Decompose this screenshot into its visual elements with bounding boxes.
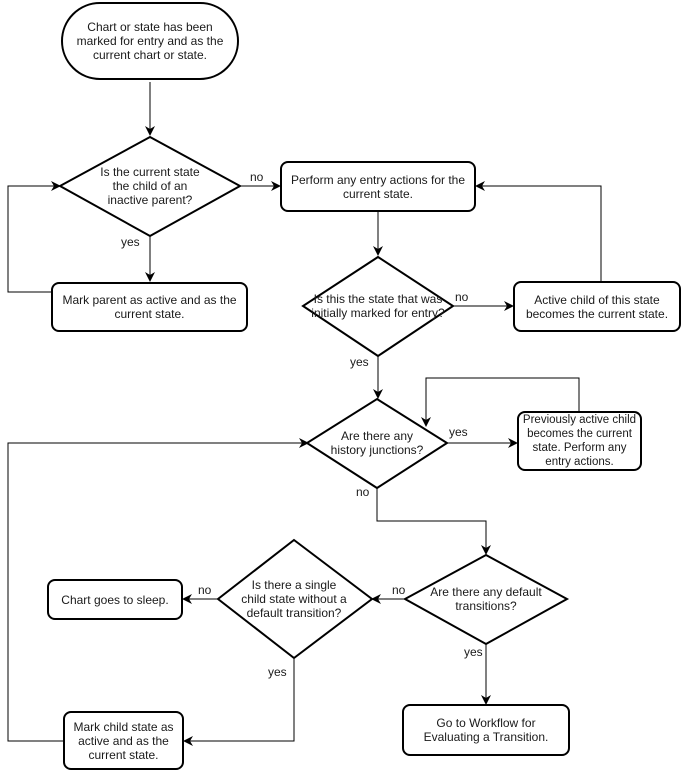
- q-single-child-text: Is there a single child state without a …: [241, 578, 347, 620]
- edge-active-child-loop: [475, 181, 602, 281]
- q-history-shape: [305, 397, 449, 490]
- edge-prev-active-child-loop: [421, 377, 580, 427]
- mark-parent-shape: [51, 282, 248, 332]
- q-default-text: Are there any default transitions?: [430, 585, 542, 613]
- edge-label-yes: yes: [449, 425, 468, 439]
- active-child-text: Active child of this state becomes the c…: [525, 292, 669, 321]
- edge-label-no: no: [198, 583, 212, 597]
- mark-parent-text: Mark parent as active and as the current…: [62, 293, 237, 321]
- prev-active-child-shape: [517, 411, 642, 471]
- mark-child-text: Mark child state as active and as the cu…: [73, 719, 174, 762]
- mark-child-shape: [63, 711, 184, 770]
- goto-workflow-text: Go to Workflow for Evaluating a Transiti…: [423, 716, 549, 744]
- start-node-text: Chart or state has been marked for entry…: [76, 20, 224, 62]
- edge-label-yes: yes: [268, 665, 287, 679]
- entry-actions-shape: [280, 161, 476, 212]
- active-child-shape: [513, 281, 681, 332]
- q-history-text: Are there any history junctions?: [330, 429, 424, 457]
- edge-q-single-yes: [183, 659, 295, 746]
- sleep-text: Chart goes to sleep.: [61, 592, 169, 607]
- sleep-shape: [47, 579, 183, 620]
- goto-workflow-shape: [402, 704, 570, 756]
- q-initially-marked-text: Is this the state that was initially mar…: [311, 292, 445, 320]
- q-default-shape: [402, 553, 570, 646]
- edge-label-no: no: [250, 170, 264, 184]
- edge-label-no: no: [455, 290, 469, 304]
- edge-label-yes: yes: [121, 235, 140, 249]
- start-terminator-shape: [61, 2, 239, 80]
- edge-label-no: no: [356, 485, 370, 499]
- edge-label-yes: yes: [350, 355, 369, 369]
- q-initially-marked-shape: [301, 255, 455, 358]
- prev-active-child-text: Previously active child becomes the curr…: [522, 414, 637, 468]
- edge-label-yes: yes: [464, 645, 483, 659]
- q-inactive-parent-text: Is the current state the child of an ina…: [100, 165, 200, 207]
- edge-label-no: no: [392, 583, 406, 597]
- edge-q-history-no: [376, 488, 491, 555]
- edge-mark-parent-loop: [7, 181, 61, 293]
- q-single-child-shape: [216, 538, 374, 660]
- entry-actions-text: Perform any entry actions for the curren…: [290, 172, 466, 201]
- q-inactive-parent-shape: [57, 135, 243, 238]
- edge-mark-child-loop: [7, 438, 309, 742]
